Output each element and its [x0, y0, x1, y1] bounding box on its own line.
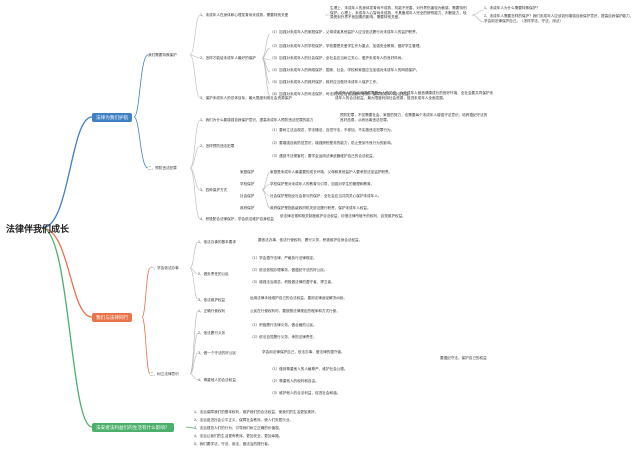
b1-q3-item2-label: 学校保护	[240, 182, 255, 186]
connector-root-b2	[41, 227, 93, 318]
connector-root-b1	[41, 116, 93, 229]
b1-q3-item3-label: 社会保护	[240, 194, 255, 198]
b1-q3-item2-text: 学校保护是对未成年人的教育与引导，加强对学生的管理和教育。	[270, 182, 375, 186]
b1-node3: 3、保护未成年人的总体目标，最大限度利用社会资源保护	[200, 96, 292, 100]
b1-q2-item1: （1）要树立法治观念，学法懂法，自觉守法，不参加、不实施违法犯罪行为。	[270, 128, 395, 132]
b1-node2-item5: （5）加强对未成年人的政府保护，政府应当做好未成年人保护工作。	[270, 80, 380, 84]
b1-group1-label: 我们需要特殊保护	[148, 53, 177, 57]
connector-b1-g2	[133, 116, 149, 169]
b2-node3: 3、依法维护权益	[198, 298, 226, 302]
branch-walk-with-law: 我们与法律同行	[92, 313, 133, 322]
b2-node2-item3: （3）增强法治观念，积极做法律的遵守者、捍卫者。	[250, 280, 335, 284]
connector-b2-g1	[141, 267, 151, 318]
b2-node2: 2、做负责任的公民	[198, 272, 229, 276]
b1-node3-desc: 未成年人的生活和发展需要大人的关爱，为未成年人营造健康成长的良好环境，全社会要共…	[335, 91, 494, 100]
root-topic: 法律伴我们成长	[6, 224, 70, 234]
b2-m1: 1、正确行使权利	[198, 309, 226, 313]
b1-q2-item3: （3）遇到不法侵害时，要学会运用法律武器维护自己的合法权益。	[270, 154, 377, 158]
b1-q3-item3-text: 社会保护是指全社会参与的保护，全社会应当共同关心保护未成年人。	[270, 194, 382, 198]
b2-node2-item2: （2）依法依规办理事务，做遵纪守法的好公民。	[250, 268, 328, 272]
b1-node2-item1: （1）加强对未成年人的家庭保护，父母或者其他监护人应当依法履行对未成年人的监护职…	[270, 30, 420, 34]
b1-node1: 1、未成年人在身体和心理发育尚未成熟，需要特别关爱	[200, 13, 289, 17]
connector-root-b3	[41, 227, 93, 428]
b1-node2: 2、怎样才能给未成年人最好的保护	[200, 56, 256, 60]
b1-q3-item4-text: 政府保护是指各级政府机关依法履行职责，保护未成年人权益。	[270, 206, 371, 210]
b2-node1: 1、依法办事的基本要求	[198, 240, 236, 244]
b1-q3-item1-label: 家庭保护	[240, 170, 255, 174]
b2-m4-item2: （2）尊重他人的权利和自由。	[270, 379, 319, 383]
b2-m2-item2: （2）依法自觉履行义务，承担法律责任。	[250, 335, 317, 339]
b3-item2: 2、法治促进社会公平正义，保障社会秩序，使人们安居乐业。	[194, 418, 294, 422]
b2-m4-item3: （3）维护他人的合法利益，促进社会和谐。	[270, 391, 341, 395]
b1-q3-item1-text: 家庭是未成年人最重要的成长环境，父母和其他监护人要承担法定监护职责。	[270, 170, 393, 174]
b1-node1-q1: 1、未成年人为什么需要特殊保护？	[484, 6, 540, 10]
b2-m4-item1: （1）做到尊重他人的人格尊严，维护社会公德。	[270, 367, 348, 371]
b1-group2-label: 二、预防违法犯罪	[148, 166, 177, 170]
b1-q3-item4-label: 政府保护	[240, 206, 255, 210]
b2-m3-desc: 学会用法律保护自己，依法办事，做法律的遵守者。	[262, 350, 345, 354]
b3-item1: 1、法治保障我们的基本权利，维护我们的合法权益，使我们的生活更加美好。	[194, 410, 319, 414]
b1-node2-item6: （6）加强对未成年人的司法保护，司法机关应当依法履行职责，保障未成年人合法权益。	[270, 92, 413, 96]
b1-q1: 1、我们为什么要增强自我保护意识，提高未成年人预防违法犯罪的能力	[200, 118, 314, 122]
b1-node1-desc: 生理上，未成年人的身体发育尚不成熟，机能不完善，对外界伤害较为敏感，需要特别保护…	[330, 6, 467, 20]
branch-law-protects: 法律为我们护航	[92, 113, 133, 122]
b1-q2-item2: （2）要增强自我防范意识，增强辨别是非的能力，防止受到不良行为的影响。	[270, 141, 395, 145]
b2-m3: 3、做一个守法的好公民	[198, 351, 236, 355]
b1-node2-item4: （4）加强对未成年人的网络保护，国家、社会、学校和家庭应当加强对未成年人的网络保…	[270, 68, 420, 72]
b1-node2-item2: （2）加强对未成年人的学校保护，学校要把关爱学生作为重点，加强安全教育，做好学生…	[270, 44, 423, 48]
b2-m4: 4、尊重他人的合法权益	[198, 378, 236, 382]
b2-group2-label: 二、树立法律意识	[150, 372, 179, 376]
b2-node3-desc: 运用法律手段维护自己的合法权益，善用法律途径解决纠纷。	[250, 296, 348, 300]
b1-node2-item3: （3）加强对未成年人的社会保护，全社会应当树立关心、爱护未成年人的良好风尚。	[270, 56, 405, 60]
b1-q2: 2、怎样预防违法犯罪	[200, 144, 235, 148]
connector-b1-g1	[133, 54, 149, 118]
b3-item5: 5、我们要学法、守法、用法，做法治的践行者。	[194, 442, 272, 446]
b2-m2-item1: （1）积极履行法律义务，做合格的公民。	[250, 323, 317, 327]
b2-node1-desc: 要依法办事，依法行使权利、履行义务，积极维护自身合法权益。	[258, 238, 363, 242]
b1-q3: 3、四种保护方式	[200, 188, 228, 192]
connector-b2-g2	[141, 316, 151, 375]
b1-q4-desc: 依法律法规和相关制度维护合法权益，珍惜法律所赋予的权利，自觉维护权益。	[280, 214, 406, 218]
b1-q4: 4、积极配合法律保护，学会依法维护自身权益	[200, 217, 274, 221]
b2-node2-item1: （1）学会遵守法律，严格执行法律规定。	[250, 256, 317, 260]
b2-m1-desc: 公民在行使权利时，要按照法律规定的程序和方式行使。	[250, 309, 340, 313]
b1-q1-desc: 预防犯罪，不仅需要社会、家庭的努力，也需要每个未成年人增强守法意识，培养遵纪守法…	[340, 113, 488, 122]
b2-m2: 2、依法履行义务	[198, 331, 226, 335]
b2-m3-note: 要遵纪守法，保护自己的权益	[440, 356, 487, 360]
b3-item4: 4、法治让我们的生活更有秩序，更加安全，更加幸福。	[194, 434, 283, 438]
branch-rule-of-law-impact: 法安者法利益们的生活有什么影响？	[92, 423, 174, 432]
b3-item3: 3、法治规范人们的行为，引导我们树立正确的价值观。	[194, 426, 283, 430]
b2-group1-label: 一、学会依法办事	[150, 266, 179, 270]
b1-node1-q1-ans: 2、未成年人需要怎样的保护？我们未成年人应该如何增强自我保护意识，提高自我保护能…	[484, 14, 634, 23]
